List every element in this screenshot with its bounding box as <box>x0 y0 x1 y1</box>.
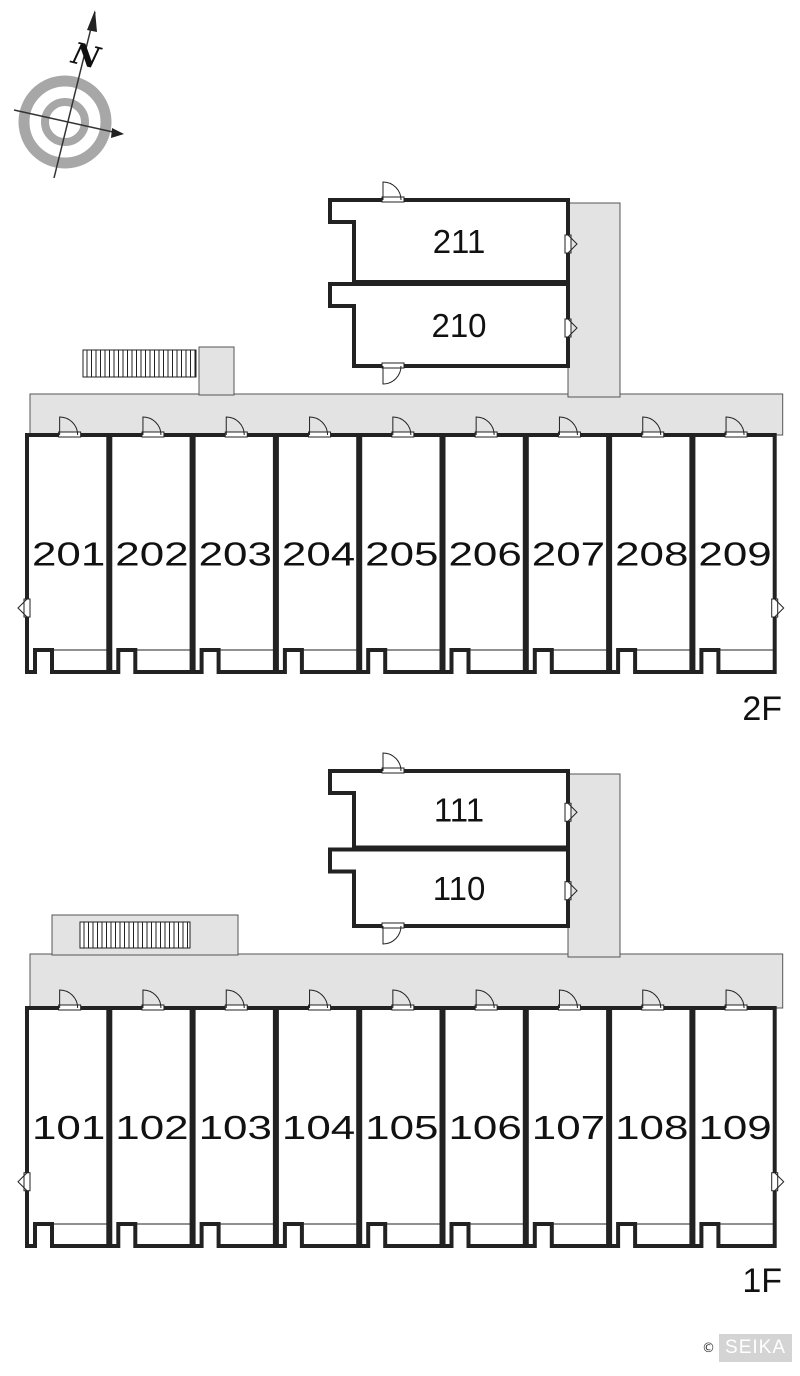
door-icon <box>17 598 31 618</box>
unit-number: 102 <box>115 1109 188 1146</box>
walkway-spine <box>567 773 621 958</box>
door-icon <box>381 181 405 203</box>
compass-icon: N <box>13 10 124 179</box>
staircase <box>82 349 197 378</box>
door-icon <box>141 416 165 438</box>
corridor <box>29 953 784 1009</box>
unit-number: 211 <box>433 223 486 260</box>
unit-105: 105 <box>358 1006 444 1248</box>
door-icon <box>308 989 332 1011</box>
door-icon <box>564 802 578 822</box>
unit-107: 107 <box>524 1006 611 1248</box>
door-icon <box>381 922 405 945</box>
door-icon <box>724 989 748 1011</box>
unit-number: 207 <box>532 536 605 573</box>
door-icon <box>391 416 415 438</box>
unit-number: 101 <box>32 1109 105 1146</box>
unit-number: 103 <box>199 1109 272 1146</box>
unit-number: 108 <box>615 1109 688 1146</box>
door-icon <box>724 416 748 438</box>
door-icon <box>58 416 82 438</box>
unit-211: 211 <box>328 198 570 284</box>
door-icon <box>564 318 578 338</box>
door-icon <box>58 989 82 1011</box>
unit-104: 104 <box>274 1006 361 1248</box>
unit-number: 201 <box>32 536 105 573</box>
unit-103: 103 <box>191 1006 277 1248</box>
door-icon <box>641 416 665 438</box>
door-icon <box>641 989 665 1011</box>
door-icon <box>224 989 248 1011</box>
floor-label: 1F <box>742 1262 782 1300</box>
unit-109: 109 <box>691 1006 777 1248</box>
door-icon <box>381 752 405 774</box>
unit-number: 210 <box>431 307 486 344</box>
unit-number: 206 <box>449 536 522 573</box>
unit-205: 205 <box>358 433 444 674</box>
unit-203: 203 <box>191 433 277 674</box>
door-icon <box>771 1172 785 1192</box>
copyright-brand: SEIKA <box>719 1334 792 1362</box>
copyright-mark: © SEIKA <box>702 1334 792 1362</box>
copyright-symbol: © <box>702 1340 716 1356</box>
floor-2f: 211 210 201 202 203 204 205 206 207 208 209 2F <box>17 181 785 728</box>
door-icon <box>224 416 248 438</box>
unit-111: 111 <box>328 769 570 850</box>
unit-number: 111 <box>434 791 484 828</box>
door-icon <box>771 598 785 618</box>
door-icon <box>557 989 581 1011</box>
door-icon <box>474 989 498 1011</box>
door-icon <box>17 1172 31 1192</box>
stair-landing <box>198 346 235 396</box>
unit-number: 107 <box>532 1109 605 1146</box>
door-icon <box>391 989 415 1011</box>
unit-102: 102 <box>108 1006 194 1248</box>
door-icon <box>141 989 165 1011</box>
corridor <box>29 393 784 436</box>
walkway-spine <box>567 202 621 398</box>
unit-number: 208 <box>615 536 688 573</box>
door-icon <box>557 416 581 438</box>
unit-106: 106 <box>441 1006 527 1248</box>
unit-204: 204 <box>274 433 361 674</box>
floor-1f: 111 110 101 102 103 104 105 106 107 108 109 1F <box>17 752 785 1300</box>
unit-number: 209 <box>698 536 771 573</box>
door-icon <box>564 234 578 254</box>
unit-108: 108 <box>608 1006 694 1248</box>
door-icon <box>381 362 405 385</box>
staircase <box>79 921 191 949</box>
door-icon <box>474 416 498 438</box>
unit-202: 202 <box>108 433 194 674</box>
unit-number: 203 <box>199 536 272 573</box>
unit-number: 106 <box>449 1109 522 1146</box>
unit-number: 109 <box>698 1109 771 1146</box>
unit-number: 110 <box>433 870 486 907</box>
door-icon <box>308 416 332 438</box>
unit-210: 210 <box>328 282 570 368</box>
north-label: N <box>67 36 105 77</box>
unit-number: 202 <box>115 536 188 573</box>
unit-209: 209 <box>691 433 777 674</box>
unit-207: 207 <box>524 433 611 674</box>
door-icon <box>564 881 578 901</box>
unit-number: 104 <box>282 1109 355 1146</box>
unit-number: 204 <box>282 536 355 573</box>
unit-201: 201 <box>25 433 111 674</box>
unit-101: 101 <box>25 1006 111 1248</box>
unit-number: 105 <box>365 1109 438 1146</box>
unit-number: 205 <box>365 536 438 573</box>
floor-label: 2F <box>742 690 782 728</box>
unit-110: 110 <box>328 847 570 928</box>
unit-208: 208 <box>608 433 694 674</box>
unit-206: 206 <box>441 433 527 674</box>
